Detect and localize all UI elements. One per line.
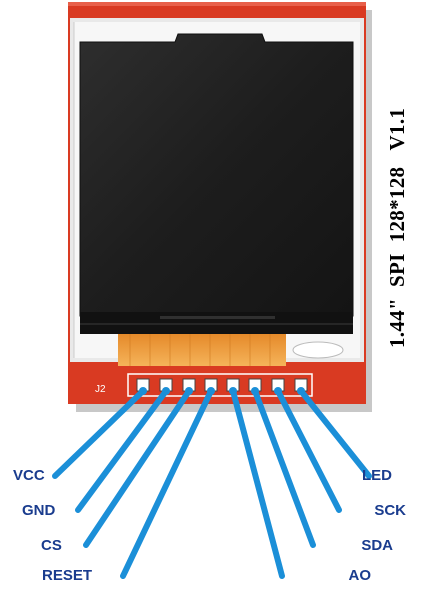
pcb-top-edge: [68, 2, 366, 6]
model-spec-text: 1.44" SPI 128*128 V1.1: [385, 107, 409, 348]
screen-bottom-bezel: [80, 312, 353, 334]
line-vcc: [52, 388, 146, 479]
mounting-hole: [292, 341, 344, 359]
pin-label-cs: CS: [41, 537, 62, 554]
connector-outline: [127, 373, 313, 397]
line-sck: [275, 388, 342, 513]
pin-label-sck: SCK: [374, 502, 406, 519]
connector-label-j2: J2: [95, 384, 106, 395]
line-led: [298, 388, 372, 479]
line-cs: [83, 388, 192, 548]
pin-label-sda: SDA: [361, 537, 393, 554]
pin-label-gnd: GND: [22, 502, 56, 519]
line-reset: [120, 388, 214, 579]
lcd-screen: [79, 33, 354, 317]
pin-label-led: LED: [362, 467, 392, 484]
flex-ribbon: [118, 334, 286, 366]
line-gnd: [75, 388, 169, 513]
pin-label-reset: RESET: [42, 567, 93, 584]
line-ao: [230, 388, 285, 579]
connector-lines: [52, 388, 372, 579]
pin-label-vcc: VCC: [13, 467, 45, 484]
connector-pins: [136, 378, 308, 392]
pin-label-ao: AO: [348, 567, 372, 584]
line-sda: [252, 388, 316, 548]
connector-dots: [139, 387, 305, 395]
